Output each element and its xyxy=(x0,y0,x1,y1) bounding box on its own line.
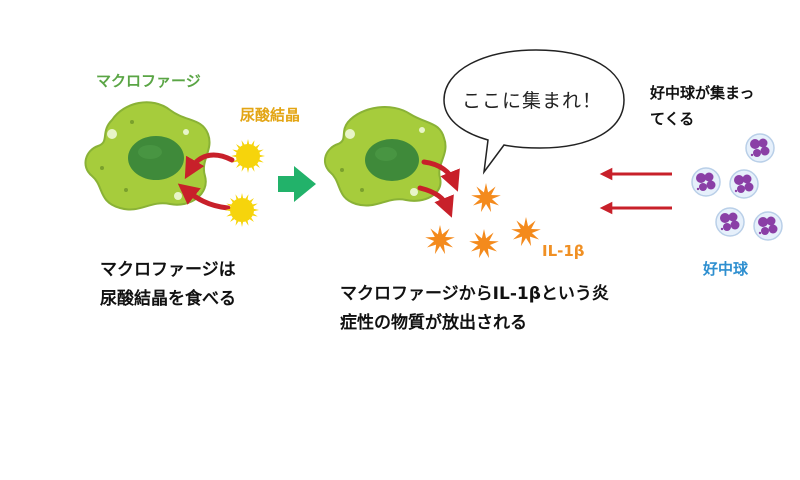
crystal-spike xyxy=(240,193,244,200)
crystal-spike xyxy=(240,220,244,227)
neutrophil-label: 好中球 xyxy=(703,260,749,278)
neutrophil-note-line-1: 好中球が集まっ xyxy=(650,84,755,102)
neutrophil-4 xyxy=(715,207,745,237)
il1b-label: IL-1β xyxy=(542,242,585,260)
step1-caption: マクロファージは 尿酸結晶を食べる xyxy=(100,256,236,314)
release-arrow-2 xyxy=(417,185,454,218)
urate-crystal-2 xyxy=(225,193,259,227)
il1b-burst-shape xyxy=(425,225,455,255)
il1b-burst-shape xyxy=(469,229,499,259)
neutrophil-5 xyxy=(753,211,783,241)
il1b-particle-3 xyxy=(469,229,499,259)
step1-caption-line-2: 尿酸結晶を食べる xyxy=(100,289,236,309)
crystal-spike xyxy=(225,208,232,212)
neutrophil-2 xyxy=(691,167,721,197)
macrophage-1 xyxy=(84,101,211,211)
neutrophil-3 xyxy=(729,169,759,199)
step2-caption: マクロファージからIL-1βという炎 症性の物質が放出される xyxy=(340,280,609,338)
crystal-spike xyxy=(231,154,238,158)
il1b-particle-1 xyxy=(471,183,501,213)
urate-crystal-label: 尿酸結晶 xyxy=(240,106,301,124)
macrophage-label: マクロファージ xyxy=(96,72,201,90)
il1b-burst-shape xyxy=(471,183,501,213)
il1b-particle-4 xyxy=(511,217,541,247)
neutrophil-note-line-2: てくる xyxy=(650,110,695,128)
il1b-particle-2 xyxy=(425,225,455,255)
step-arrow xyxy=(278,166,316,202)
crystal-spike xyxy=(252,208,259,212)
crystal-spike xyxy=(246,139,250,146)
speech-bubble-text: ここに集まれ！ xyxy=(462,90,603,112)
urate-crystal-1 xyxy=(231,139,265,173)
neutrophil-note: 好中球が集まっ てくる xyxy=(650,80,754,132)
engulf-arrow-2 xyxy=(177,183,231,211)
step2-caption-line-2: 症性の物質が放出される xyxy=(340,313,527,333)
crystal-spike xyxy=(246,166,250,173)
crystal-spike xyxy=(258,154,265,158)
il1b-burst-shape xyxy=(511,217,541,247)
release-arrow-1 xyxy=(421,159,460,192)
speech-bubble xyxy=(443,49,625,175)
macrophage-2 xyxy=(323,106,447,207)
engulf-arrow-1 xyxy=(184,152,235,180)
step1-caption-line-1: マクロファージは xyxy=(100,260,236,280)
step2-caption-line-1: マクロファージからIL-1βという炎 xyxy=(340,284,609,304)
neutrophil-1 xyxy=(745,133,775,163)
